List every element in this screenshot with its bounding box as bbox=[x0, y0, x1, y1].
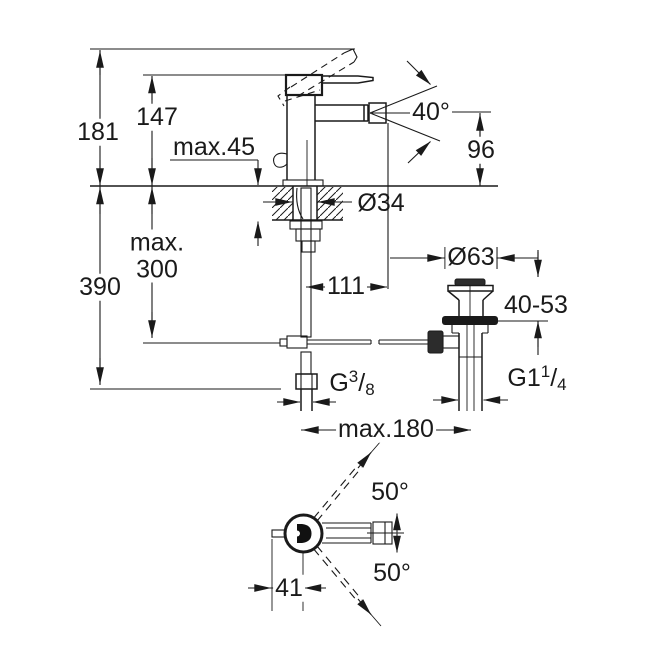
dim-max-rod-reach-label: max.180 bbox=[336, 414, 436, 443]
dim-max-hose-depth-label: max. 300 bbox=[127, 228, 187, 283]
below-deck-hoses bbox=[279, 187, 428, 411]
dim-rod-offset-label: 41 bbox=[273, 573, 305, 602]
dim-spout-pivot-height-label: 147 bbox=[134, 102, 180, 131]
countertop-section bbox=[90, 185, 498, 221]
dim-overall-height-label: 181 bbox=[75, 117, 121, 146]
dim-swivel-angle-top-label: 50° bbox=[371, 477, 409, 506]
dim-outlet-height-label: 96 bbox=[465, 135, 497, 164]
dim-spout-reach-label: 111 bbox=[324, 271, 368, 300]
dim-waste-flange-diameter-label: Ø63 bbox=[445, 242, 497, 271]
dim-spray-angle-label: 40° bbox=[412, 97, 450, 126]
side-view-faucet bbox=[273, 48, 387, 187]
dim-max-deck-thickness-label: max.45 bbox=[173, 132, 255, 161]
pop-up-waste-valve bbox=[427, 278, 498, 411]
dim-waste-deck-range-label: 40-53 bbox=[504, 290, 568, 319]
dim-waste-thread-label: G11/4 bbox=[507, 361, 567, 394]
dim-total-depth-label: 390 bbox=[77, 272, 123, 301]
dim-swivel-angle-bottom-label: 50° bbox=[373, 558, 411, 587]
top-view bbox=[248, 440, 404, 627]
lever-top-icon bbox=[297, 524, 312, 543]
dim-hole-diameter-label: Ø34 bbox=[357, 188, 405, 217]
dim-supply-thread-label: G3/8 bbox=[329, 366, 375, 399]
